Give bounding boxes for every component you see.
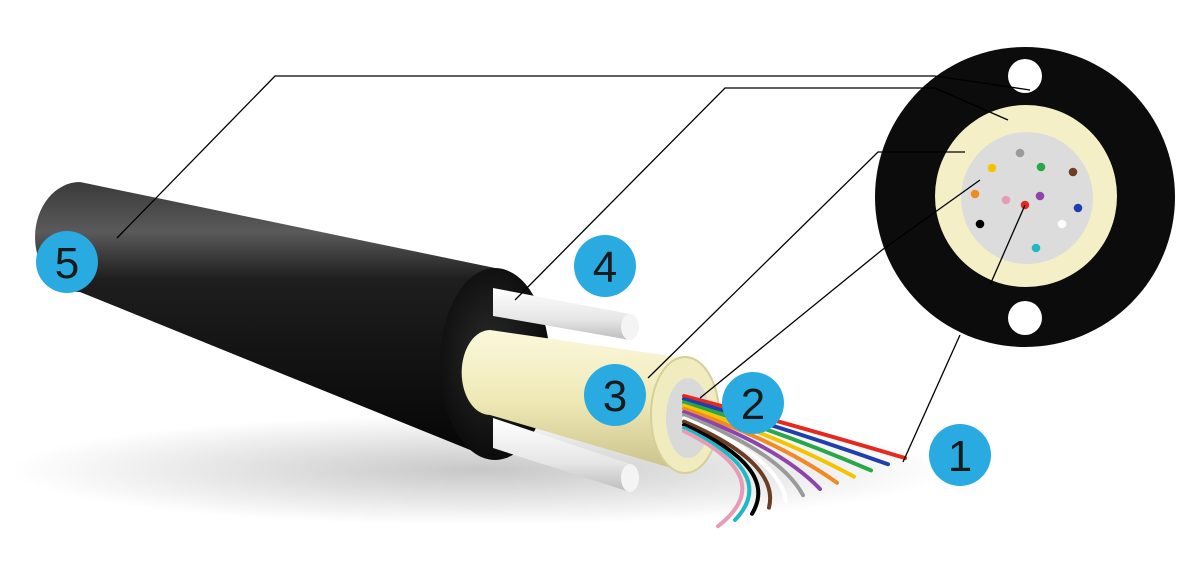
strength-rod-lower	[493, 418, 630, 492]
cross-section-fiber	[1015, 148, 1025, 158]
optical-fiber	[682, 429, 745, 529]
cross-section-fiber	[970, 189, 980, 199]
cross-section-fiber	[1036, 162, 1046, 172]
cross-section-fiber	[987, 163, 997, 173]
strength-rod-lower-end	[621, 464, 639, 492]
strength-rod-upper-end	[621, 314, 639, 340]
leader-line-5	[116, 75, 1031, 239]
optical-fiber	[682, 400, 873, 473]
callout-3: 3	[584, 364, 646, 426]
callout-2-badge	[722, 372, 784, 434]
cross-section-fibers	[970, 148, 1083, 253]
optical-fiber	[682, 413, 805, 498]
optical-fiber	[682, 403, 856, 479]
cross-section-fiber	[1073, 203, 1083, 213]
cross-section-fiber	[975, 219, 985, 229]
callout-5-badge	[36, 231, 98, 293]
callout-1-badge	[929, 424, 991, 486]
cross-section-rod-bottom	[1008, 301, 1042, 335]
callout-4: 4	[574, 235, 636, 297]
outer-jacket-body	[35, 182, 495, 460]
callout-3-label: 3	[603, 372, 627, 421]
callout-2-label: 2	[741, 380, 765, 429]
optical-fiber	[682, 419, 773, 510]
callout-4-badge	[574, 235, 636, 297]
optical-fiber	[682, 406, 839, 485]
callout-1-label: 1	[948, 432, 972, 481]
cross-section-fiber	[1057, 219, 1067, 229]
loose-tube-body	[461, 330, 685, 472]
leader-line-3	[647, 151, 965, 379]
optical-fiber	[682, 394, 907, 460]
optical-fibers	[682, 394, 907, 529]
cross-section-fiber	[1068, 167, 1078, 177]
leader-line-1	[902, 334, 961, 463]
callout-2: 2	[722, 372, 784, 434]
leader-line-2	[699, 179, 981, 399]
cross-section-fiber	[1001, 195, 1011, 205]
optical-fiber	[682, 426, 752, 522]
callout-5-label: 5	[55, 239, 79, 288]
callout-1: 1	[929, 424, 991, 486]
cross-section-gel	[961, 132, 1093, 264]
outer-jacket	[35, 182, 550, 460]
leader-lines	[116, 75, 1031, 463]
strength-rod-upper	[493, 288, 630, 340]
cross-section-fiber	[1035, 191, 1045, 201]
strength-rods	[493, 288, 639, 492]
cross-section-fiber	[1031, 243, 1041, 253]
optical-fiber	[682, 422, 761, 516]
optical-fiber	[682, 416, 788, 504]
callout-5: 5	[36, 231, 98, 293]
callout-3-badge	[584, 364, 646, 426]
leader-line-1-inner	[989, 204, 1026, 286]
cross-section-rod-top	[1008, 59, 1042, 93]
optical-fiber	[682, 410, 822, 491]
leader-line-4	[514, 87, 1009, 301]
cross-section	[875, 47, 1175, 347]
callout-4-label: 4	[593, 243, 617, 292]
optical-fiber	[682, 397, 890, 467]
